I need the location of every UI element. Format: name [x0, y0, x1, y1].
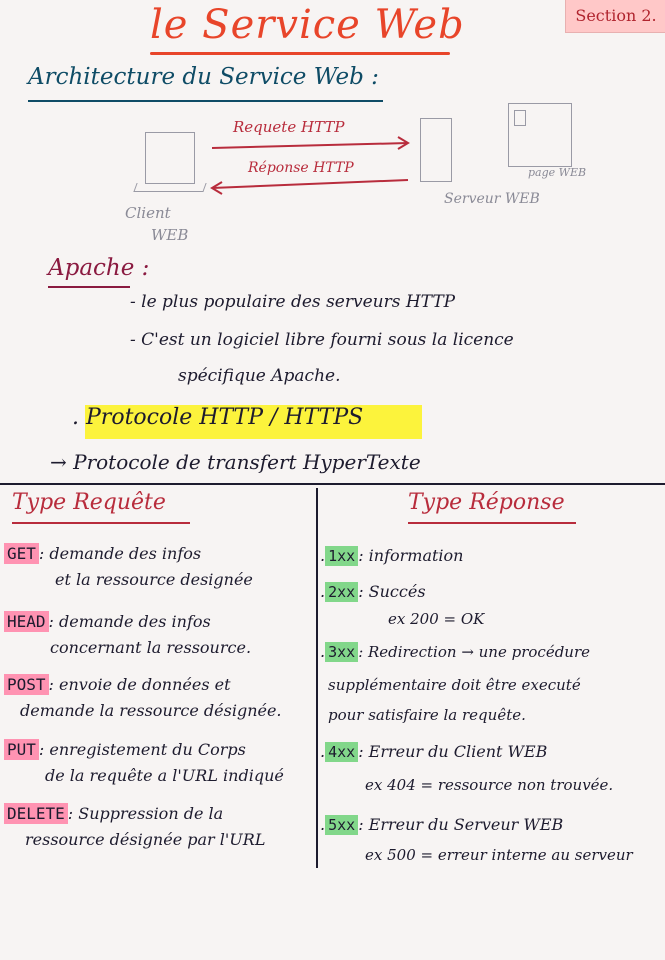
- response-types-underline: [408, 522, 576, 524]
- protocol-highlight: [85, 405, 422, 439]
- apache-underline: [48, 286, 130, 288]
- apache-bullet-2-continued: spécifique Apache.: [178, 366, 341, 386]
- status-code-badge: 3xx: [325, 642, 359, 662]
- vertical-divider: [316, 488, 318, 868]
- apache-bullet-2: - C'est un logiciel libre fourni sous la…: [130, 330, 514, 350]
- laptop-icon: [145, 132, 195, 184]
- web-page-corner-icon: [514, 110, 526, 126]
- status-example: ex 404 = ressource non trouvée.: [365, 776, 614, 794]
- method-tag: GET: [4, 543, 39, 564]
- response-arrow: [211, 179, 409, 189]
- request-item: PUT: enregistement du Corps: [4, 739, 246, 760]
- method-desc: : demande des infos: [38, 544, 202, 563]
- method-tag: HEAD: [4, 611, 49, 632]
- protocol-subtitle: → Protocole de transfert HyperTexte: [50, 450, 421, 474]
- method-desc-cont: concernant la ressource.: [50, 638, 252, 657]
- laptop-base-icon: [133, 183, 207, 192]
- status-desc: : Erreur du Serveur WEB: [358, 815, 564, 834]
- method-tag: PUT: [4, 739, 39, 760]
- response-item: .1xx: information: [320, 546, 464, 566]
- response-item: .4xx: Erreur du Client WEB: [320, 742, 548, 762]
- web-page-icon: [508, 103, 572, 167]
- request-item: GET: demande des infos: [4, 543, 202, 564]
- request-arrow-head: [397, 136, 410, 150]
- status-desc-cont: pour satisfaire la requête.: [328, 706, 526, 724]
- request-item: HEAD: demande des infos: [4, 611, 211, 632]
- method-desc: : enregistement du Corps: [38, 740, 246, 759]
- response-item: .5xx: Erreur du Serveur WEB: [320, 815, 564, 835]
- apache-heading: Apache :: [48, 255, 150, 281]
- page-title: le Service Web: [150, 2, 465, 48]
- status-desc-cont: supplémentaire doit être executé: [328, 676, 581, 694]
- response-item: .2xx: Succés: [320, 582, 426, 602]
- request-types-heading: Type Requête: [12, 490, 166, 515]
- response-types-heading: Type Réponse: [408, 490, 565, 515]
- status-desc: : Erreur du Client WEB: [358, 742, 548, 761]
- apache-bullet-1: - le plus populaire des serveurs HTTP: [130, 292, 456, 312]
- request-arrow: [211, 142, 409, 149]
- request-types-underline: [12, 522, 190, 524]
- response-label: Réponse HTTP: [248, 160, 354, 176]
- server-icon: [420, 118, 452, 182]
- method-desc-cont: et la ressource designée: [55, 570, 253, 589]
- request-label: Requete HTTP: [233, 118, 345, 136]
- status-desc: : Succés: [358, 582, 426, 601]
- status-desc: : information: [358, 546, 464, 565]
- http-arrows: [210, 136, 410, 195]
- method-desc: : envoie de données et: [48, 675, 231, 694]
- architecture-underline: [28, 100, 383, 102]
- response-item: .3xx: Redirection → une procédure: [320, 642, 591, 662]
- method-desc-cont: demande la ressource désignée.: [20, 701, 282, 720]
- method-desc-cont: ressource désignée par l'URL: [25, 830, 266, 849]
- request-item: POST: envoie de données et: [4, 674, 231, 695]
- status-code-badge: 1xx: [325, 546, 359, 566]
- client-label-line1: Client: [125, 204, 171, 222]
- status-code-badge: 4xx: [325, 742, 359, 762]
- method-tag: DELETE: [4, 803, 68, 824]
- section-label: Section 2.: [565, 0, 665, 33]
- protocol-title: . Protocole HTTP / HTTPS: [72, 405, 364, 430]
- method-desc-cont: de la requête a l'URL indiqué: [45, 766, 284, 785]
- method-desc: : demande des infos: [48, 612, 211, 631]
- method-desc: : Suppression de la: [67, 804, 224, 823]
- status-example: ex 500 = erreur interne au serveur: [365, 846, 633, 864]
- horizontal-divider: [0, 483, 665, 485]
- status-code-badge: 2xx: [325, 582, 359, 602]
- page-label: page WEB: [528, 166, 587, 179]
- client-label-line2: WEB: [151, 226, 189, 244]
- protocol-title-text: Protocole HTTP / HTTPS: [86, 405, 364, 430]
- title-underline: [150, 52, 450, 55]
- server-label: Serveur WEB: [444, 191, 540, 207]
- status-example: ex 200 = OK: [388, 610, 485, 628]
- client-label: Client WEB: [125, 202, 188, 246]
- request-item: DELETE: Suppression de la: [4, 803, 224, 824]
- response-arrow-head: [210, 181, 223, 195]
- method-tag: POST: [4, 674, 49, 695]
- architecture-heading: Architecture du Service Web :: [28, 64, 379, 90]
- status-desc: : Redirection → une procédure: [358, 643, 591, 661]
- status-code-badge: 5xx: [325, 815, 359, 835]
